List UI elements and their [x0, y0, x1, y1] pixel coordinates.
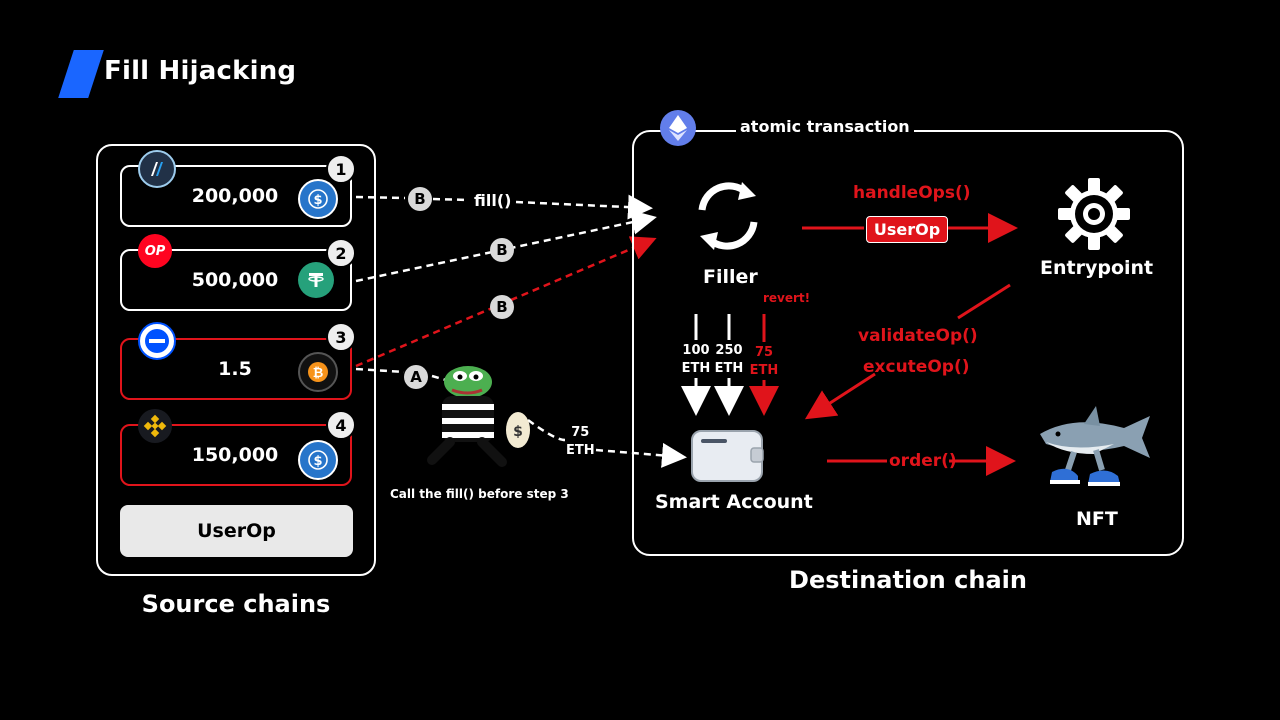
source-row-1[interactable]: [120, 165, 352, 227]
arrow-row1-to-filler: [355, 197, 648, 208]
base-icon: [138, 322, 176, 360]
entrypoint-label: Entrypoint: [1040, 257, 1154, 279]
usdc-icon: $: [298, 179, 338, 219]
svg-text:$: $: [313, 193, 322, 208]
executeop-label: excuteOp(): [863, 357, 970, 377]
svg-text:$: $: [513, 424, 523, 440]
tether-icon: [298, 262, 334, 298]
step-number-2: 2: [326, 238, 356, 268]
step-number-4: 4: [326, 410, 356, 440]
attacker-note: Call the fill() before step 3: [390, 487, 569, 501]
usdc-icon: $: [298, 440, 338, 480]
page-title: Fill Hijacking: [104, 56, 297, 86]
source-chains-caption: Source chains: [141, 590, 331, 618]
eth-flow-2: 250 ETH: [713, 342, 745, 378]
stolen-eth-unit: ETH: [566, 443, 595, 458]
arrow-entrypoint-to-smart-account: [957, 283, 1011, 320]
filler-label: Filler: [703, 266, 758, 288]
source-row-2[interactable]: [120, 249, 352, 311]
eth-flow-1-amount: 100: [682, 343, 710, 358]
attacker-pepe-icon: $: [420, 360, 532, 468]
revert-label: revert!: [763, 291, 811, 305]
handleops-label: handleOps(): [853, 183, 971, 203]
step-number-1: 1: [326, 154, 356, 184]
ethereum-icon: [660, 110, 696, 146]
eth-flow-1: 100 ETH: [680, 342, 712, 378]
gear-icon: [1056, 176, 1132, 252]
row-3-amount: 1.5: [218, 358, 252, 380]
refresh-icon: [686, 176, 770, 256]
validateop-label: validateOp(): [858, 326, 978, 346]
svg-text:₿: ₿: [313, 366, 324, 381]
arrow-row3-to-attacker: [355, 367, 447, 382]
eth-flow-3-amount: 75: [754, 345, 774, 360]
eth-flow-3: 75 ETH: [748, 344, 780, 380]
svg-text:$: $: [313, 454, 322, 469]
destination-chain-caption: Destination chain: [789, 566, 1027, 594]
badge-b-3: B: [490, 295, 514, 319]
step-number-3: 3: [326, 322, 356, 352]
source-row-3[interactable]: [120, 338, 352, 400]
row-1-amount: 200,000: [191, 185, 279, 207]
eth-flow-1-unit: ETH: [681, 361, 711, 376]
stolen-eth-amount: 75: [571, 425, 590, 440]
arbitrum-icon: [138, 150, 176, 188]
userop-button[interactable]: UserOp: [120, 505, 353, 557]
arrow-attacker-to-smart-account: [527, 418, 682, 457]
arrow-row2-to-filler: [355, 209, 657, 283]
userop-badge: UserOp: [866, 216, 948, 243]
eth-flow-2-amount: 250: [715, 343, 743, 358]
source-row-4[interactable]: [120, 424, 352, 486]
eth-flow-2-unit: ETH: [714, 361, 744, 376]
smart-account-label: Smart Account: [655, 491, 813, 513]
order-label: order(): [889, 451, 957, 471]
shark-nft-icon: [1034, 404, 1154, 496]
fill-call-label: fill(): [474, 191, 512, 210]
eth-flow-3-unit: ETH: [749, 363, 779, 378]
wallet-icon: [691, 430, 765, 482]
nft-label: NFT: [1076, 508, 1118, 530]
source-chains-panel: [96, 144, 376, 576]
stolen-eth-label: 75 ETH: [566, 424, 595, 460]
badge-b-2: B: [490, 238, 514, 262]
row-4-amount: 150,000: [191, 444, 279, 466]
bnb-icon: [138, 409, 172, 443]
bitcoin-icon: ₿: [298, 352, 338, 392]
badge-b-1: B: [408, 187, 432, 211]
badge-a: A: [404, 365, 428, 389]
row-2-amount: 500,000: [191, 269, 279, 291]
optimism-icon: OP: [138, 234, 172, 268]
atomic-transaction-label: atomic transaction: [736, 117, 914, 136]
